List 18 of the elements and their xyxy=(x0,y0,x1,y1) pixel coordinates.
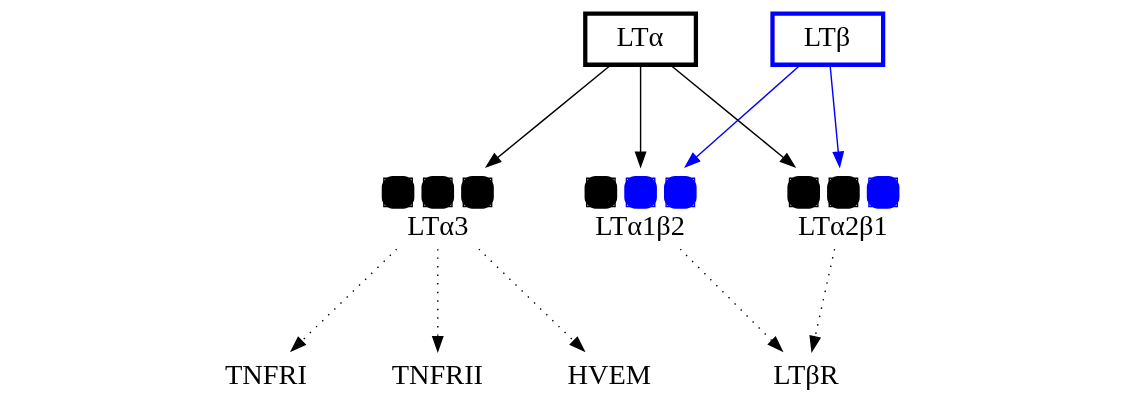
node-text: TNFRII xyxy=(391,358,483,390)
node-text: TNFRI xyxy=(224,358,307,390)
arrow xyxy=(477,248,586,353)
node-label: LTα2β1 xyxy=(797,209,888,241)
node-box: LTα xyxy=(582,11,698,67)
node-text: HVEM xyxy=(567,358,651,390)
node-label: LTα1β2 xyxy=(594,209,685,241)
arrow xyxy=(828,64,844,169)
node-label: LTα3 xyxy=(406,209,468,241)
arrow xyxy=(431,248,444,353)
arrow xyxy=(634,64,647,169)
arrow xyxy=(808,248,835,353)
node-box: LTβ xyxy=(769,11,885,67)
arrow xyxy=(484,64,612,169)
arrow xyxy=(289,248,397,353)
arrow xyxy=(679,248,784,353)
arrow xyxy=(683,64,801,169)
node-text: LTβR xyxy=(772,358,839,390)
